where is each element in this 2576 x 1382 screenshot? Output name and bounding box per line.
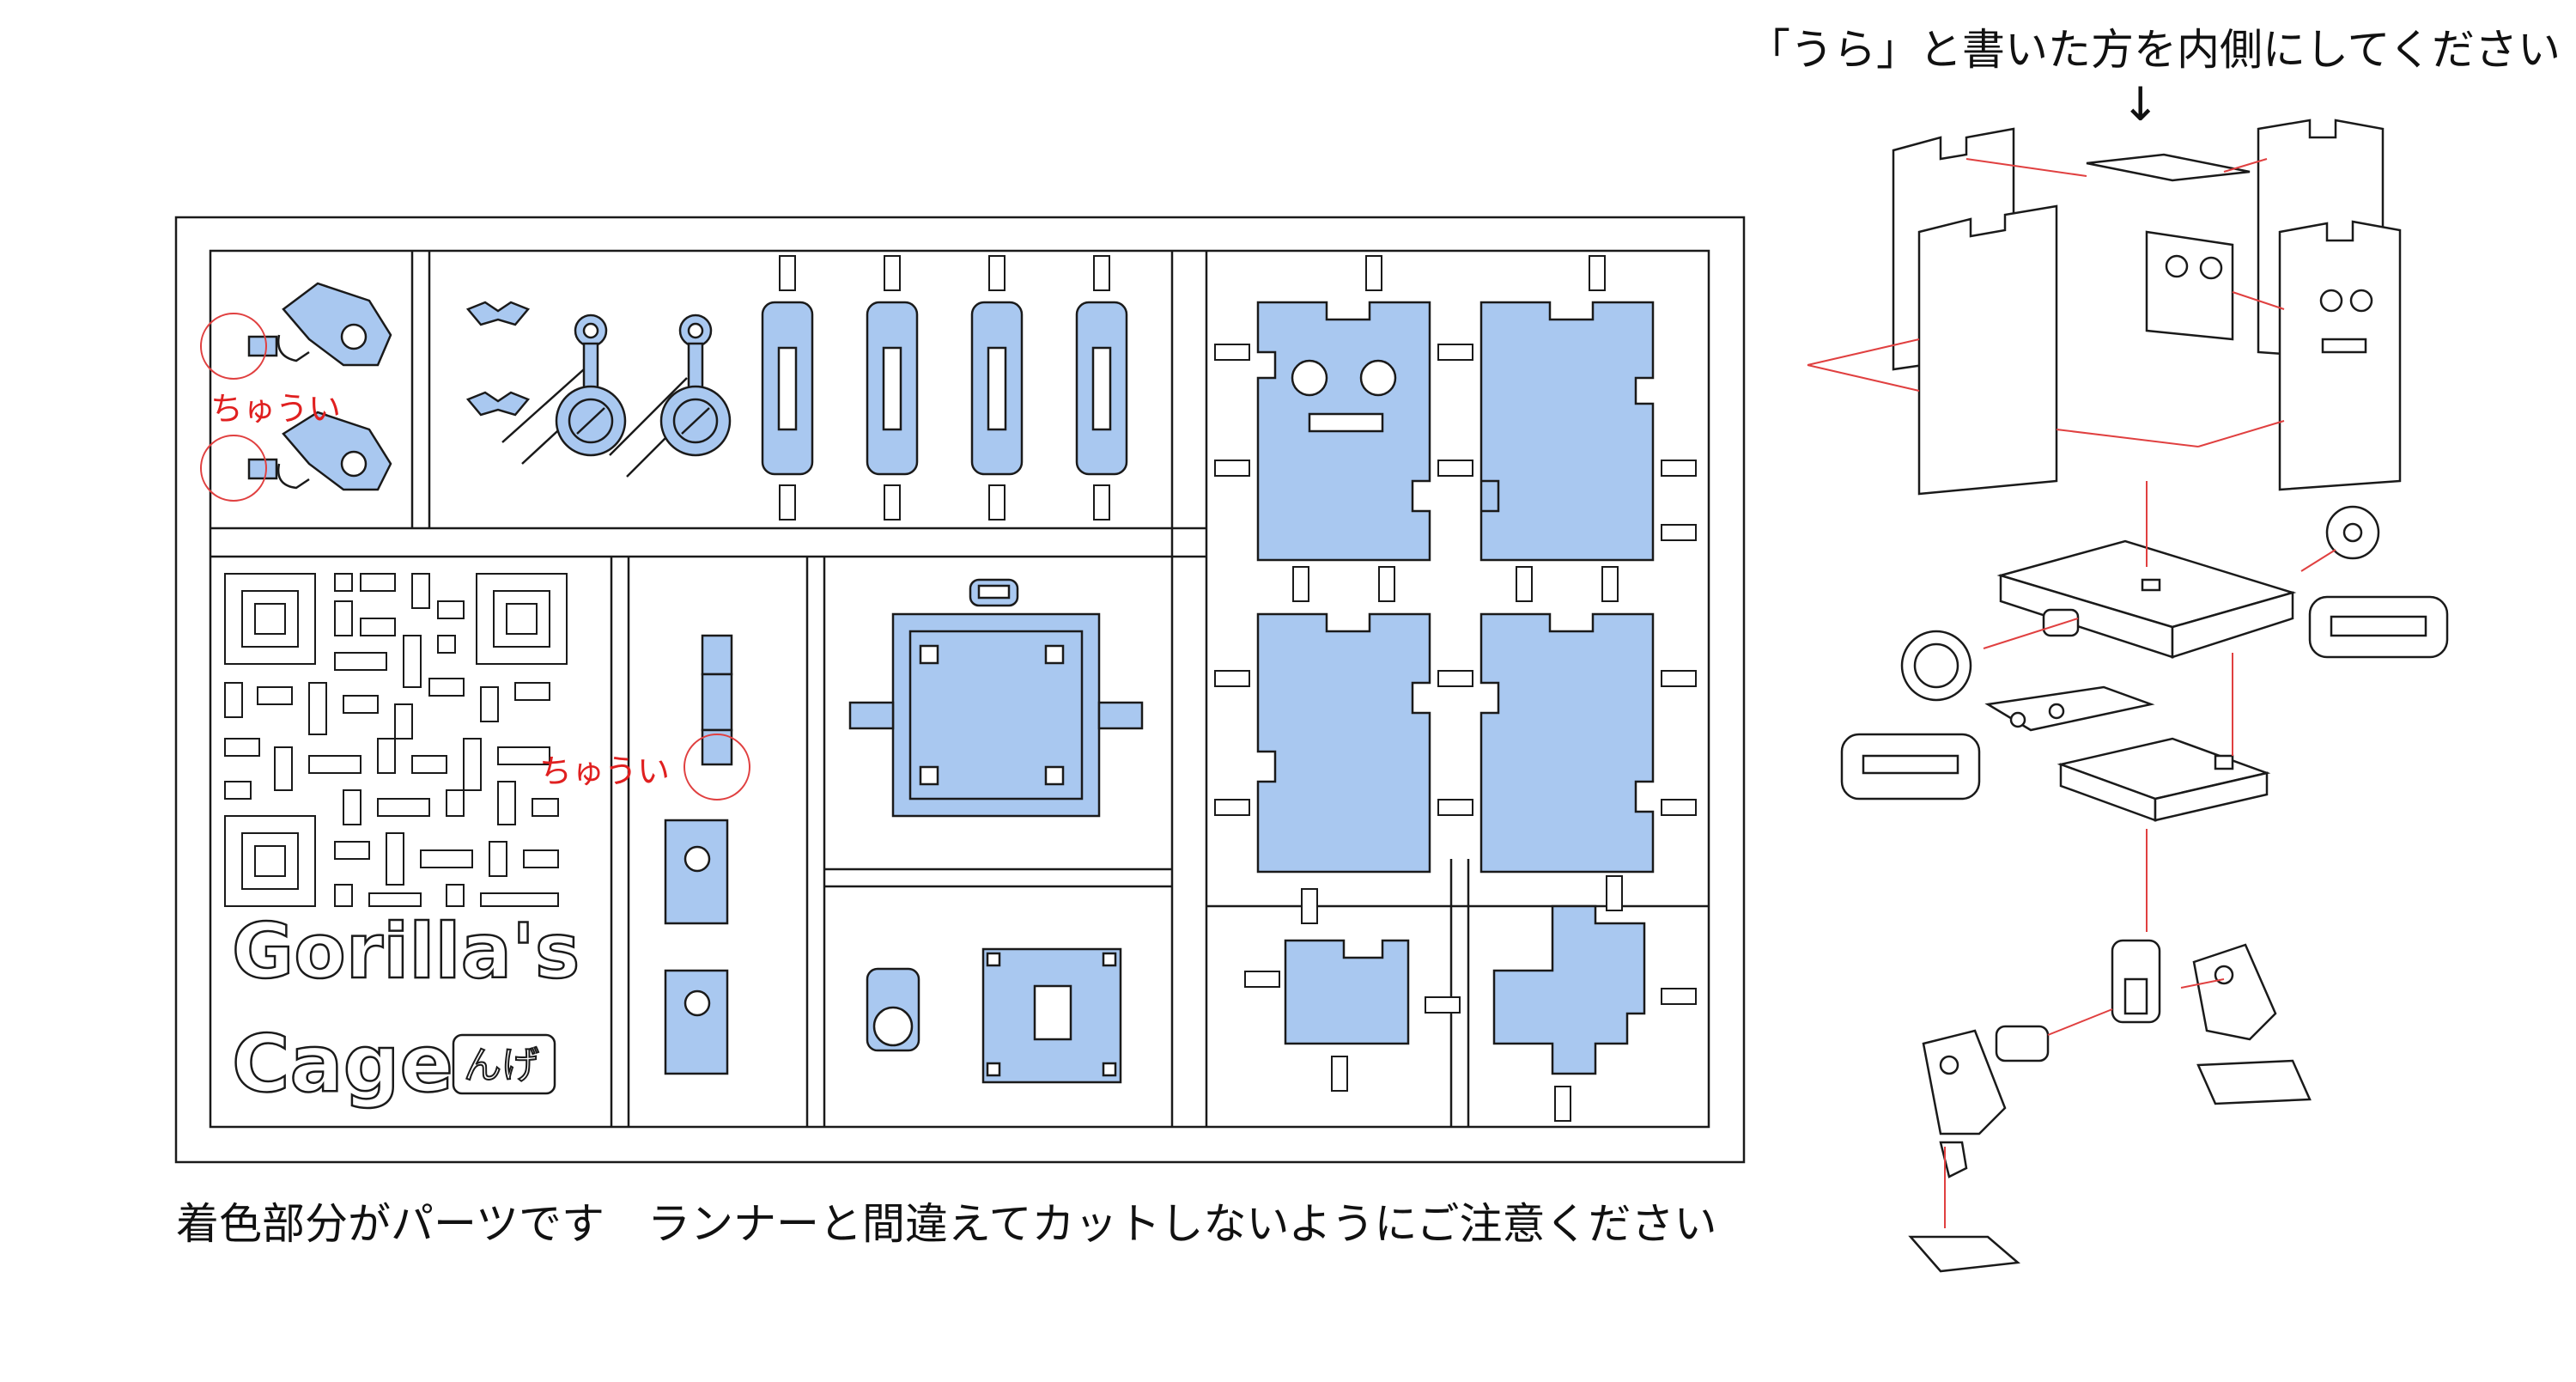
logo-line1: Gorilla's — [232, 907, 580, 995]
joint-parts — [465, 301, 732, 457]
guide-arrows — [1807, 158, 2336, 1228]
lower-parts — [866, 947, 1122, 1084]
panel-parts — [1256, 301, 1655, 1075]
logo-line2: Cage — [232, 1018, 453, 1110]
hinge-parts — [200, 282, 392, 502]
main-caption: 着色部分がパーツです ランナーと間違えてカットしないようにご注意ください — [176, 1199, 1717, 1249]
leg-cylinders — [664, 634, 750, 1075]
logo-badge: んげ — [464, 1044, 539, 1087]
down-arrow-icon: ↓ — [2121, 77, 2160, 131]
face-features — [1291, 359, 1397, 433]
body-plate — [848, 578, 1144, 818]
qr-code — [224, 573, 568, 907]
inner-side-caption: 「うら」と書いた方を内側にしてください — [1747, 25, 2561, 75]
slot-bars — [761, 301, 1128, 476]
caution-label-1: ちゅうい — [210, 390, 342, 428]
logo-block: Gorilla's Cage んげ — [231, 906, 581, 1111]
assembly-diagram — [1840, 119, 2449, 1273]
slot-bar-gates — [779, 255, 1110, 521]
caution-label-2: ちゅうい — [539, 752, 671, 790]
runner-frame — [174, 216, 1746, 1164]
